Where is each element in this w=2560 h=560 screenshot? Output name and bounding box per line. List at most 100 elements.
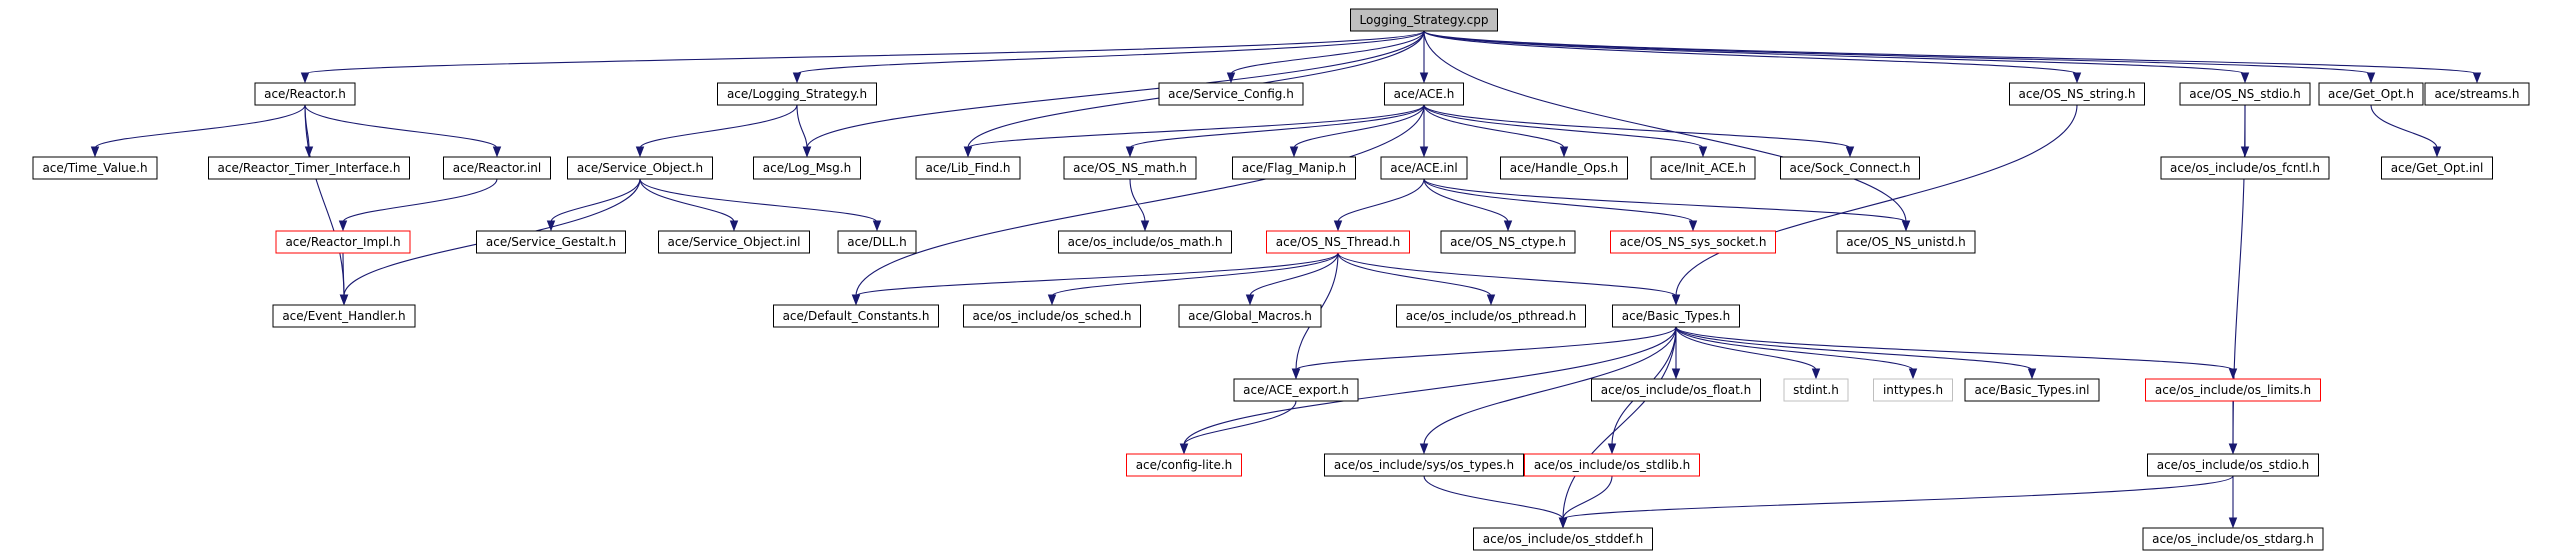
edge-arrowhead <box>872 220 882 232</box>
graph-node-osincmath-h[interactable]: ace/os_include/os_math.h <box>1058 230 1232 254</box>
edge-ace-h-to-flagmanip-h <box>1289 104 1425 158</box>
graph-node-osmath-h[interactable]: ace/OS_NS_math.h <box>1063 156 1197 180</box>
node-label: ace/OS_NS_Thread.h <box>1276 235 1400 249</box>
node-label: ace/Handle_Ops.h <box>1510 161 1618 175</box>
graph-node-osstdarg-h[interactable]: ace/os_include/os_stdarg.h <box>2142 527 2324 551</box>
graph-node-rti-h[interactable]: ace/Reactor_Timer_Interface.h <box>208 156 410 180</box>
node-box <box>2160 156 2330 180</box>
node-label: ace/Default_Constants.h <box>783 309 930 323</box>
graph-node-svcobj-inl[interactable]: ace/Service_Object.inl <box>658 230 810 254</box>
edge-arrowhead <box>2228 517 2238 529</box>
graph-node-svcgestalt-h[interactable]: ace/Service_Gestalt.h <box>476 230 626 254</box>
graph-node-flagmanip-h[interactable]: ace/Flag_Manip.h <box>1232 156 1356 180</box>
node-box <box>658 230 810 254</box>
graph-node-svcobj-h[interactable]: ace/Service_Object.h <box>567 156 713 180</box>
graph-node-libfind-h[interactable]: ace/Lib_Find.h <box>915 156 1021 180</box>
graph-node-dll-h[interactable]: ace/DLL.h <box>837 230 917 254</box>
graph-node-handleops-h[interactable]: ace/Handle_Ops.h <box>1500 156 1628 180</box>
graph-node-initace-h[interactable]: ace/Init_ACE.h <box>1650 156 1756 180</box>
graph-node-reactorimpl-h[interactable]: ace/Reactor_Impl.h <box>275 230 411 254</box>
edge-osthread-h-to-basictypes-h <box>1337 252 1681 306</box>
graph-node-stdint-h[interactable]: stdint.h <box>1783 378 1849 402</box>
edge-arrowhead <box>1047 294 1057 306</box>
node-box <box>1440 230 1576 254</box>
graph-node-timevalue-h[interactable]: ace/Time_Value.h <box>32 156 158 180</box>
edge-line <box>1423 178 1694 223</box>
edge-root-to-osstring-h <box>1423 30 2082 84</box>
graph-node-osstdio-h[interactable]: ace/OS_NS_stdio.h <box>2179 82 2311 106</box>
graph-node-reactor-inl[interactable]: ace/Reactor.inl <box>443 156 551 180</box>
edge-basictypes-h-to-aceexport-h <box>1291 326 1677 380</box>
graph-node-oslimits-h[interactable]: ace/os_include/os_limits.h <box>2145 378 2321 402</box>
edge-arrowhead <box>635 146 645 158</box>
node-box <box>1836 230 1976 254</box>
edge-line <box>1423 30 2246 75</box>
node-box <box>1524 453 1700 477</box>
edge-ace-h-to-osmath-h <box>1125 104 1425 158</box>
edge-line <box>1675 326 2033 371</box>
edge-line <box>1051 252 1339 297</box>
graph-node-streams-h[interactable]: ace/streams.h <box>2424 82 2530 106</box>
edge-root-to-getopt-h <box>1423 30 2376 84</box>
edge-line <box>1562 475 1613 520</box>
graph-node-reactor-h[interactable]: ace/Reactor.h <box>254 82 356 106</box>
graph-node-configlite-h[interactable]: ace/config-lite.h <box>1126 453 1242 477</box>
graph-node-osstdlib-h[interactable]: ace/os_include/os_stdlib.h <box>1524 453 1700 477</box>
graph-node-osfcntl-h[interactable]: ace/os_include/os_fcntl.h <box>2160 156 2330 180</box>
edge-ace-h-to-ace-inl <box>1419 105 1429 158</box>
graph-node-root[interactable]: Logging_Strategy.cpp <box>1350 8 1498 32</box>
edge-ossystypes-h-to-osstddef-h <box>1423 475 1568 529</box>
node-box <box>567 156 713 180</box>
graph-node-ace-inl[interactable]: ace/ACE.inl <box>1380 156 1468 180</box>
edge-logstrat-h-to-logmsg-h <box>796 104 812 158</box>
node-label: ace/Init_ACE.h <box>1660 161 1746 175</box>
graph-node-osfloat-h[interactable]: ace/os_include/os_float.h <box>1591 378 1761 402</box>
edge-arrowhead <box>1607 443 1617 455</box>
graph-node-basictypes-h[interactable]: ace/Basic_Types.h <box>1612 304 1740 328</box>
graph-node-inttypes-h[interactable]: inttypes.h <box>1873 378 1953 402</box>
graph-node-ace-h[interactable]: ace/ACE.h <box>1384 82 1464 106</box>
edge-arrowhead <box>1140 220 1150 232</box>
node-box <box>272 304 416 328</box>
graph-node-aceexport-h[interactable]: ace/ACE_export.h <box>1233 378 1359 402</box>
node-label: ace/os_include/sys/os_types.h <box>1334 458 1514 472</box>
graph-node-osstring-h[interactable]: ace/OS_NS_string.h <box>2009 82 2145 106</box>
graph-node-ossched-h[interactable]: ace/os_include/os_sched.h <box>963 304 1141 328</box>
graph-node-getopt-inl[interactable]: ace/Get_Opt.inl <box>2381 156 2493 180</box>
graph-node-logstrat-h[interactable]: ace/Logging_Strategy.h <box>717 82 877 106</box>
graph-node-globalmacros-h[interactable]: ace/Global_Macros.h <box>1178 304 1322 328</box>
graph-node-ossyssocket-h[interactable]: ace/OS_NS_sys_socket.h <box>1610 230 1776 254</box>
edge-line <box>967 104 1425 149</box>
graph-node-osthread-h[interactable]: ace/OS_NS_Thread.h <box>1266 230 1410 254</box>
graph-node-getopt-h[interactable]: ace/Get_Opt.h <box>2318 82 2424 106</box>
node-label: ace/Reactor_Timer_Interface.h <box>218 161 401 175</box>
edge-osstdlib-h-to-osstddef-h <box>1558 475 1613 529</box>
node-box <box>2009 82 2145 106</box>
graph-node-osincstdio-h[interactable]: ace/os_include/os_stdio.h <box>2147 453 2319 477</box>
edge-line <box>1423 30 1907 223</box>
edge-arrowhead <box>1486 294 1496 306</box>
node-box <box>2179 82 2311 106</box>
edge-osmath-h-to-osincmath-h <box>1129 178 1150 232</box>
node-box <box>1266 230 1410 254</box>
graph-node-svccfg-h[interactable]: ace/Service_Config.h <box>1158 82 1304 106</box>
graph-node-osstddef-h[interactable]: ace/os_include/os_stddef.h <box>1473 527 1653 551</box>
node-box <box>1384 82 1464 106</box>
node-label: inttypes.h <box>1883 383 1943 397</box>
graph-node-sockconnect-h[interactable]: ace/Sock_Connect.h <box>1780 156 1920 180</box>
edge-line <box>1423 104 1851 149</box>
edge-line <box>796 104 808 149</box>
graph-node-osctype-h[interactable]: ace/OS_NS_ctype.h <box>1440 230 1576 254</box>
graph-node-ossystypes-h[interactable]: ace/os_include/sys/os_types.h <box>1324 453 1524 477</box>
graph-node-defconst-h[interactable]: ace/Default_Constants.h <box>773 304 939 328</box>
graph-node-eventhandler-h[interactable]: ace/Event_Handler.h <box>272 304 416 328</box>
graph-node-basictypes-inl[interactable]: ace/Basic_Types.inl <box>1964 378 2100 402</box>
edge-line <box>1183 400 1297 446</box>
graph-node-ospthread-h[interactable]: ace/os_include/os_pthread.h <box>1396 304 1586 328</box>
edge-line <box>1562 326 1677 520</box>
graph-node-logmsg-h[interactable]: ace/Log_Msg.h <box>753 156 861 180</box>
graph-node-osunistd-h[interactable]: ace/OS_NS_unistd.h <box>1836 230 1976 254</box>
node-box <box>1058 230 1232 254</box>
edge-line <box>1423 30 2478 75</box>
edge-arrowhead <box>492 146 502 158</box>
